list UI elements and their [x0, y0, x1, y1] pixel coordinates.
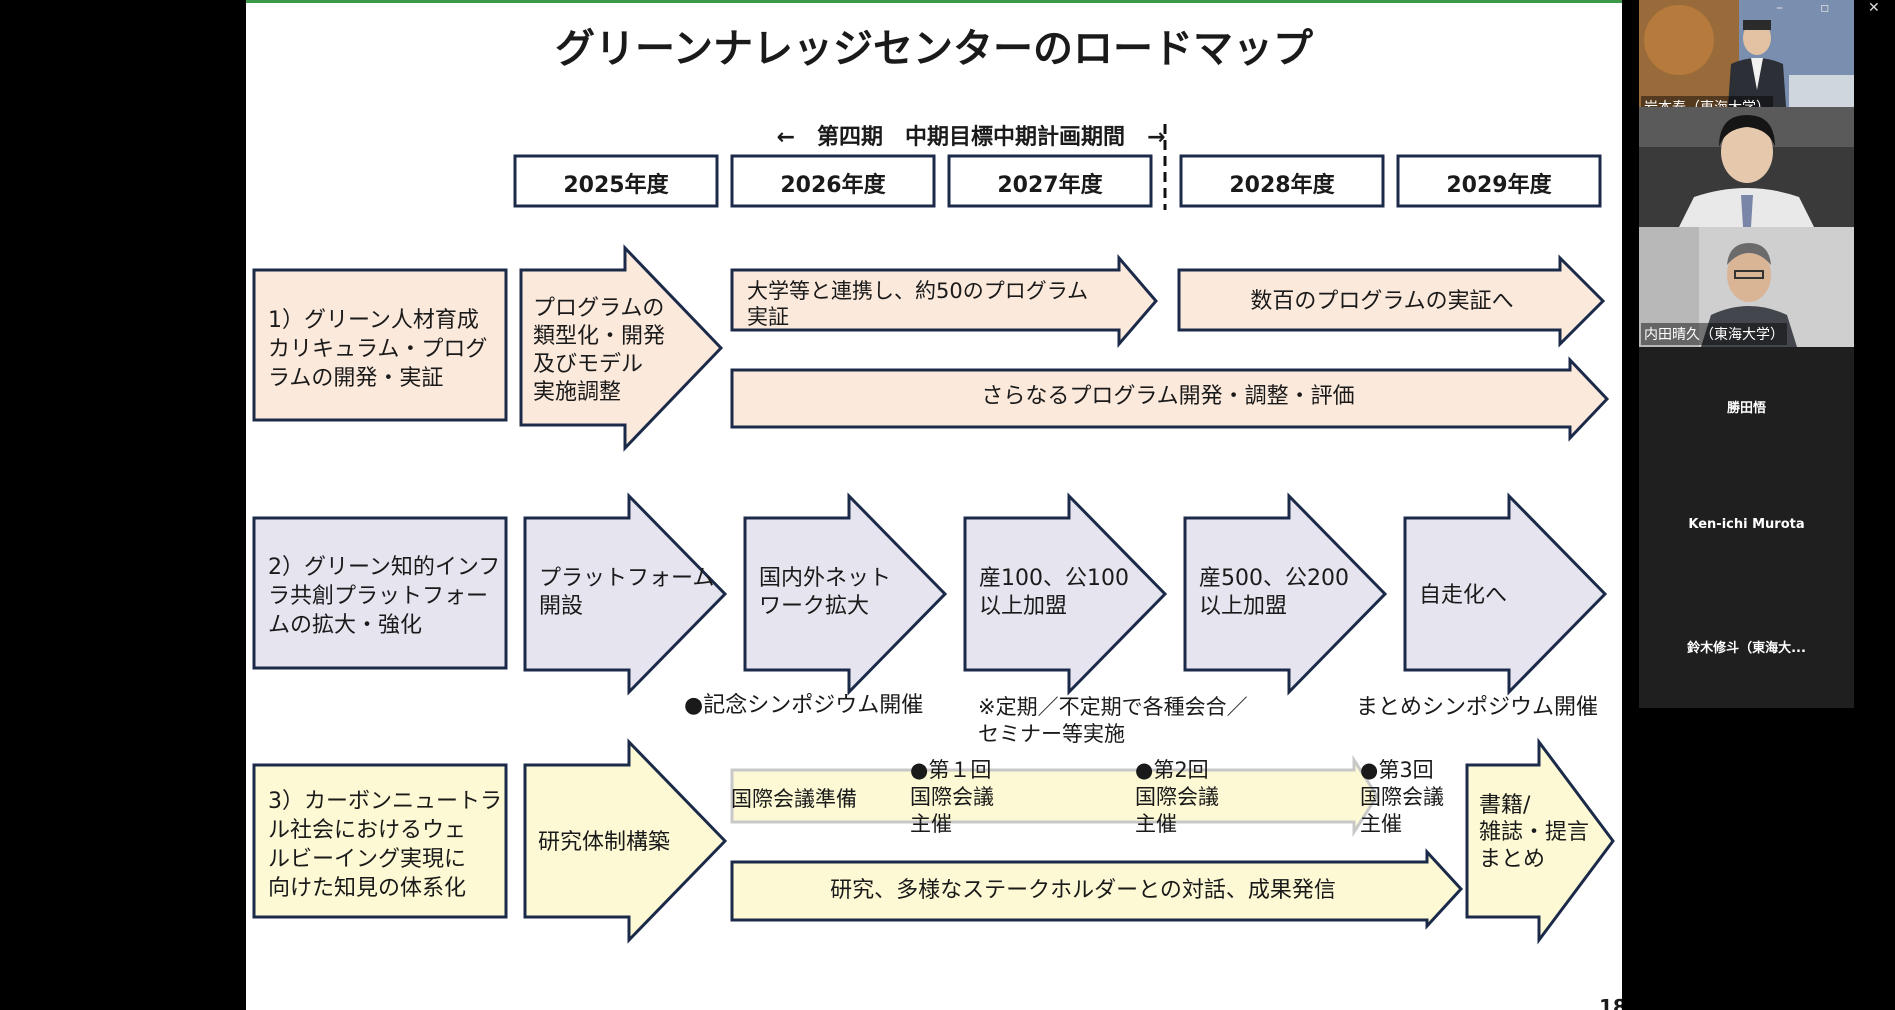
participant-tile-4[interactable]: 勝田悟	[1639, 347, 1854, 467]
row3-step-arrow	[523, 738, 728, 944]
minimize-button[interactable]: –	[1776, 0, 1783, 16]
row2-note-symposium: ●記念シンポジウム開催	[684, 693, 923, 718]
row2-step-text: 以上加盟	[1199, 594, 1287, 619]
slide-top-line	[246, 0, 1622, 3]
maximize-button[interactable]: ▫	[1820, 0, 1830, 16]
row1-label-box	[252, 268, 508, 422]
row3-conf3-text: 国際会議	[1360, 785, 1444, 809]
row3-final-text: 雑誌・提言	[1479, 820, 1589, 845]
row3-label: ル社会におけるウェ	[268, 818, 466, 843]
year-label: 2028年度	[1229, 172, 1335, 198]
row3-conf-prep-text: 国際会議準備	[731, 787, 857, 811]
participant-name: 勝田悟	[1726, 401, 1766, 416]
row1-step-arrow	[519, 244, 724, 452]
page-number: 18	[1599, 995, 1622, 1010]
participant-video-2[interactable]	[1639, 107, 1854, 227]
participant-tile-5[interactable]: Ken-ichi Murota	[1639, 467, 1854, 587]
row3-conf1-text: ●第１回	[910, 758, 991, 782]
presentation-slide: グリーンナレッジセンターのロードマップ ← 第四期 中期目標中期計画期間 → 202…	[246, 0, 1622, 1010]
year-box	[1179, 154, 1385, 208]
row2-step-text: 自走化へ	[1419, 583, 1507, 608]
participant-tile-6[interactable]: 鈴木修斗（東海大...	[1639, 587, 1854, 707]
roadmap-diagram: グリーンナレッジセンターのロードマップ ← 第四期 中期目標中期計画期間 → 202…	[252, 26, 1622, 1010]
participant-name: Ken-ichi Murota	[1688, 517, 1805, 532]
row2-step-text: 産500、公200	[1199, 566, 1349, 591]
slide-title: グリーンナレッジセンターのロードマップ	[555, 26, 1313, 72]
participant-name: 鈴木修斗（東海大...	[1687, 641, 1806, 656]
row1-step-text: 類型化・開発	[533, 324, 665, 349]
period-label: ← 第四期 中期目標中期計画期間 →	[777, 124, 1166, 150]
row1-step-text: プログラムの	[533, 296, 664, 321]
row2-step-arrow	[523, 492, 728, 696]
row2-label: 2）グリーン知的インフ	[268, 555, 500, 580]
row2-label: ムの拡大・強化	[268, 613, 422, 638]
row3-conference-arrow	[730, 754, 1379, 838]
row1-arrow-b-text: 数百のプログラムの実証へ	[1250, 289, 1513, 314]
row3-conf2-text: ●第2回	[1135, 758, 1209, 782]
row3-final-arrow	[1465, 737, 1615, 945]
row2-step-arrow	[1403, 492, 1608, 696]
row3-label: 向けた知見の体系化	[268, 876, 466, 901]
year-label: 2027年度	[997, 172, 1103, 198]
row3-label: ルビーイング実現に	[268, 847, 466, 872]
row3-research-arrow	[730, 848, 1464, 930]
row3-conf3-text: 主催	[1360, 812, 1402, 836]
row1-arrow-b	[1177, 254, 1606, 348]
participant-video-3[interactable]: 内田晴久（東海大学）	[1639, 227, 1854, 347]
row1-arrow-c-text: さらなるプログラム開発・調整・評価	[981, 384, 1354, 409]
row3-conf3-text: ●第3回	[1360, 758, 1434, 782]
year-box	[947, 154, 1153, 208]
year-box	[730, 154, 936, 208]
participant-video-1[interactable]: 岩本泰（東海大学）	[1639, 0, 1854, 120]
year-box	[1396, 154, 1602, 208]
row2-note-final-symposium: まとめシンポジウム開催	[1356, 695, 1598, 720]
row2-step-text: ワーク拡大	[759, 594, 869, 619]
row2-step-text: 産100、公100	[979, 566, 1129, 591]
participant-name: 内田晴久（東海大学）	[1641, 323, 1787, 345]
video-frame-icon	[1639, 107, 1854, 227]
row3-label: 3）カーボンニュートラ	[268, 789, 502, 814]
participant-panel: 岩本泰（東海大学） 内田晴久（東海大学） 勝田悟 Ken-ichi Murota…	[1639, 0, 1854, 708]
row2-note-meetings: ※定期／不定期で各種会合／	[978, 695, 1248, 719]
row2-note-meetings: セミナー等実施	[978, 722, 1125, 746]
year-label: 2029年度	[1446, 172, 1552, 198]
row2-step-arrow	[963, 492, 1168, 696]
row3-research-text: 研究、多様なステークホルダーとの対話、成果発信	[830, 878, 1336, 903]
row1-step-text: 及びモデル	[533, 352, 643, 377]
video-frame-icon	[1639, 227, 1854, 347]
row1-label: ラムの開発・実証	[268, 366, 443, 391]
row3-label-box	[252, 763, 508, 919]
row2-step-text: 以上加盟	[979, 594, 1067, 619]
row2-step-text: 開設	[539, 594, 583, 619]
row2-step-arrow	[743, 492, 948, 696]
year-label: 2026年度	[780, 172, 886, 198]
row1-arrow-a-text: 実証	[747, 305, 789, 329]
row3-conf2-text: 国際会議	[1135, 785, 1219, 809]
row1-label: 1）グリーン人材育成	[268, 308, 479, 333]
row3-final-text: 書籍/	[1479, 793, 1531, 818]
row2-step-text: 国内外ネット	[759, 566, 891, 591]
row1-arrow-a-text: 大学等と連携し、約50のプログラム	[747, 279, 1088, 303]
row1-arrow-c	[730, 356, 1610, 442]
row2-label: ラ共創プラットフォー	[268, 584, 488, 609]
year-label: 2025年度	[563, 172, 669, 198]
row2-label-box	[252, 516, 508, 670]
row1-label: カリキュラム・プログ	[268, 337, 487, 362]
row1-step-text: 実施調整	[533, 380, 621, 405]
row1-arrow-a	[730, 253, 1158, 349]
close-button[interactable]: ✕	[1868, 0, 1880, 16]
row3-conf2-text: 主催	[1135, 812, 1177, 836]
row2-step-text: プラットフォーム	[539, 566, 714, 591]
row3-final-text: まとめ	[1479, 847, 1545, 872]
year-box	[513, 154, 719, 208]
row3-step-text: 研究体制構築	[538, 830, 670, 855]
row3-conf1-text: 国際会議	[910, 785, 994, 809]
row2-step-arrow	[1183, 492, 1388, 696]
row3-conf1-text: 主催	[910, 812, 952, 836]
video-frame-icon	[1639, 0, 1854, 120]
